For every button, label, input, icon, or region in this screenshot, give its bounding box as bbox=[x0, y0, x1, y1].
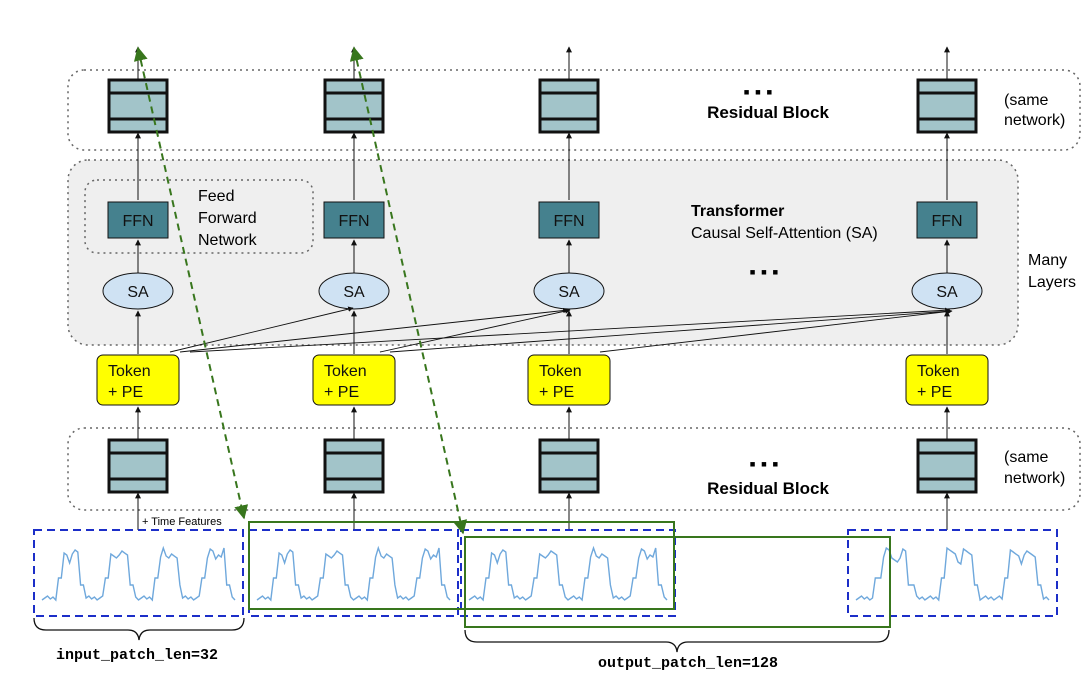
pe-label: + PE bbox=[917, 384, 952, 401]
input-brace bbox=[33, 617, 245, 641]
bottom-same-network-1: (same bbox=[1004, 449, 1049, 466]
output-patch-len-label: output_patch_len=128 bbox=[598, 655, 778, 672]
top-same-network-2: network) bbox=[1004, 112, 1065, 129]
ffn-box bbox=[538, 201, 600, 239]
ffn-box bbox=[916, 201, 978, 239]
ffn-label: FFN bbox=[931, 213, 962, 230]
top-residual-label: Residual Block bbox=[707, 103, 829, 122]
output-window-2 bbox=[464, 536, 891, 628]
ffn-label: FFN bbox=[122, 213, 153, 230]
transformer-subtitle: Causal Self-Attention (SA) bbox=[691, 225, 878, 242]
bottom-residual-block bbox=[538, 438, 600, 494]
top-residual-block bbox=[107, 78, 169, 134]
ffn-legend-2: Forward bbox=[198, 210, 257, 227]
ffn-legend-1: Feed bbox=[198, 188, 234, 205]
token-label: Token bbox=[539, 363, 582, 380]
bottom-residual-block bbox=[323, 438, 385, 494]
sa-label: SA bbox=[127, 284, 149, 301]
time-series-patch bbox=[33, 529, 244, 617]
top-residual-block bbox=[323, 78, 385, 134]
bottom-ellipsis: ▪ ▪ ▪ bbox=[749, 454, 778, 474]
pe-label: + PE bbox=[324, 384, 359, 401]
pe-label: + PE bbox=[539, 384, 574, 401]
token-label: Token bbox=[324, 363, 367, 380]
bottom-same-network-2: network) bbox=[1004, 470, 1065, 487]
ffn-legend-3: Network bbox=[198, 232, 258, 249]
transformer-ellipsis: ▪ ▪ ▪ bbox=[749, 262, 778, 282]
bottom-residual-block bbox=[916, 438, 978, 494]
top-residual-block bbox=[916, 78, 978, 134]
ffn-label: FFN bbox=[553, 213, 584, 230]
token-label: Token bbox=[108, 363, 151, 380]
transformer-group bbox=[67, 159, 1019, 346]
prediction-arrows bbox=[133, 46, 468, 535]
token-pe-box bbox=[527, 354, 611, 406]
bottom-residual-label: Residual Block bbox=[707, 479, 829, 498]
token-label: Token bbox=[917, 363, 960, 380]
time-series-patch bbox=[847, 529, 1058, 617]
top-same-network-1: (same bbox=[1004, 92, 1049, 109]
sa-label: SA bbox=[558, 284, 580, 301]
top-residual-group bbox=[67, 69, 1081, 151]
top-ellipsis: ▪ ▪ ▪ bbox=[743, 82, 772, 102]
transformer-title: Transformer bbox=[691, 203, 784, 220]
time-features-label: + Time Features bbox=[142, 516, 222, 528]
many-layers-1: Many bbox=[1028, 252, 1067, 269]
input-patch-len-label: input_patch_len=32 bbox=[56, 647, 218, 664]
bottom-residual-block bbox=[107, 438, 169, 494]
sa-label: SA bbox=[343, 284, 365, 301]
top-residual-block bbox=[538, 78, 600, 134]
pe-label: + PE bbox=[108, 384, 143, 401]
token-pe-box bbox=[905, 354, 989, 406]
time-series-patch bbox=[460, 529, 676, 617]
time-series-patch bbox=[248, 529, 459, 617]
sa-label: SA bbox=[936, 284, 958, 301]
ffn-label: FFN bbox=[338, 213, 369, 230]
many-layers-2: Layers bbox=[1028, 274, 1076, 291]
output-brace bbox=[464, 629, 890, 653]
